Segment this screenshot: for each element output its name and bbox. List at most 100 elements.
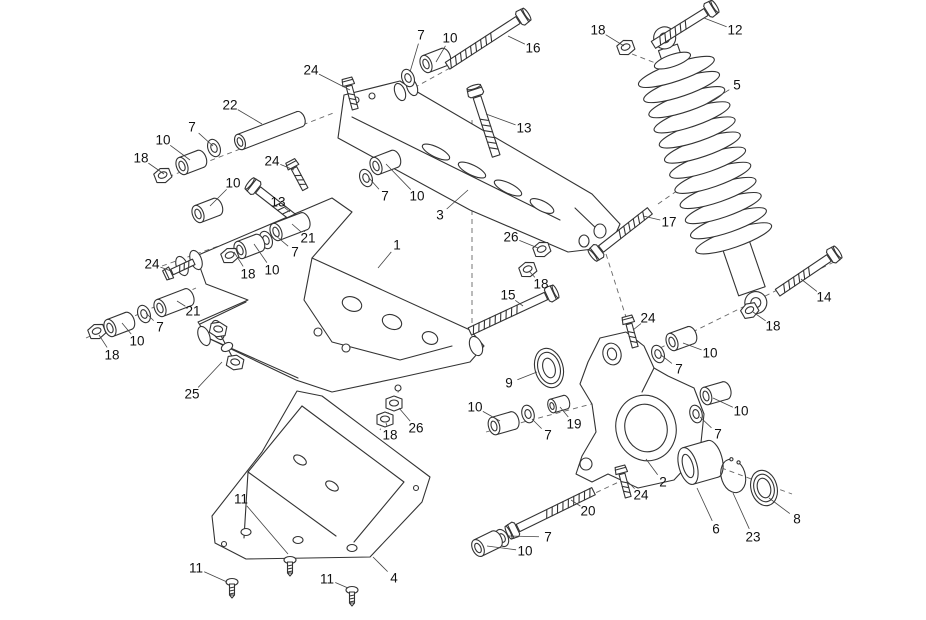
callout-label: 22: [222, 98, 237, 113]
callout-leader: [204, 571, 228, 583]
callout-label: 7: [156, 320, 164, 335]
callout-leader: [385, 422, 388, 427]
callout-leader: [274, 234, 289, 247]
callout-label: 7: [714, 427, 722, 442]
callout-leader: [482, 411, 501, 422]
callout-leader: [559, 406, 569, 418]
callout-leader: [398, 407, 411, 422]
spacer-cup: [677, 439, 724, 485]
callout-leader: [605, 34, 625, 47]
callout-label: 21: [300, 231, 315, 246]
bolt-24: [284, 157, 312, 193]
callout-leader: [768, 497, 791, 514]
callout-leader: [682, 342, 702, 351]
spacer-tube: [233, 110, 306, 151]
knuckle: [575, 331, 705, 489]
bushing-10: [663, 324, 700, 353]
callout-label: 4: [390, 571, 398, 586]
callout-leader: [176, 300, 186, 307]
callout-label: 17: [661, 215, 676, 230]
callout-label: 10: [225, 176, 240, 191]
callout-leader: [645, 458, 658, 476]
callout-label: 7: [291, 245, 299, 260]
nut-18: [376, 411, 394, 428]
callout-leader: [435, 45, 446, 63]
callout-leader: [335, 582, 349, 589]
callout-leader: [507, 35, 526, 45]
callout-leader: [291, 223, 302, 233]
callout-label: 18: [104, 348, 119, 363]
callout-label: 18: [533, 277, 548, 292]
callout-leader: [570, 499, 581, 507]
callout-label: 18: [382, 428, 397, 443]
callout-label: 24: [144, 257, 160, 272]
washer-7: [204, 136, 224, 160]
callout-label: 7: [381, 189, 389, 204]
screw-11: [225, 577, 239, 599]
callout-leader: [198, 132, 214, 147]
callout-leader: [508, 535, 540, 538]
callout-leader: [752, 311, 766, 322]
callout-label: 8: [793, 512, 801, 527]
callout-label: 24: [303, 63, 319, 78]
callout-label: 26: [503, 230, 518, 245]
callout-leader: [377, 251, 392, 269]
callout-label: 10: [702, 346, 717, 361]
callout-leader: [284, 207, 291, 213]
callout-label: 18: [590, 23, 605, 38]
callout-leader: [485, 113, 516, 126]
callout-leader: [486, 545, 517, 551]
callout-leader: [237, 109, 263, 125]
callout-leader: [712, 397, 734, 408]
screw-11: [283, 555, 297, 577]
callout-leader: [148, 162, 165, 175]
callout-label: 24: [640, 311, 656, 326]
callout-leader: [253, 243, 268, 263]
callout-label: 10: [155, 133, 170, 148]
callout-label: 19: [566, 417, 581, 432]
callout-label: 3: [436, 208, 444, 223]
callout-label: 12: [727, 23, 742, 38]
bolt-12: [648, 0, 722, 53]
bolt-14: [772, 243, 845, 300]
washer-7: [648, 342, 668, 366]
callout-label: 24: [633, 488, 649, 503]
callout-leader: [169, 145, 191, 161]
skid-plate: [211, 390, 431, 560]
callout-leader: [519, 240, 539, 249]
washer-7: [134, 302, 154, 326]
callout-leader: [642, 215, 661, 221]
screw-11: [345, 585, 359, 607]
callout-leader: [446, 189, 469, 210]
bushing-10: [485, 409, 522, 437]
callout-label: 10: [733, 404, 748, 419]
callout-label: 10: [129, 334, 144, 349]
callout-leader: [732, 492, 750, 529]
callout-label: 6: [712, 522, 720, 537]
callout-leader: [318, 73, 351, 91]
callout-label: 2: [659, 475, 667, 490]
callout-label: 18: [133, 151, 148, 166]
callout-label: 7: [544, 428, 552, 443]
callout-leader: [145, 312, 154, 321]
callout-leader: [660, 354, 673, 364]
callout-label: 7: [544, 530, 552, 545]
callout-leader: [209, 189, 227, 207]
callout-label: 14: [816, 290, 832, 305]
callout-leader: [517, 371, 538, 381]
seal-ring: [533, 347, 565, 389]
callout-leader: [197, 361, 223, 388]
callout-label: 5: [733, 78, 741, 93]
callout-leader: [385, 163, 412, 190]
callout-label: 24: [264, 154, 280, 169]
callout-leader: [696, 487, 713, 522]
callout-leader: [632, 323, 642, 331]
callout-leader: [528, 270, 536, 278]
callout-leader: [409, 43, 419, 73]
callout-label: 10: [442, 31, 457, 46]
oil-seal: [750, 469, 778, 507]
callout-label: 7: [417, 28, 425, 43]
snap-ring: [720, 457, 747, 494]
